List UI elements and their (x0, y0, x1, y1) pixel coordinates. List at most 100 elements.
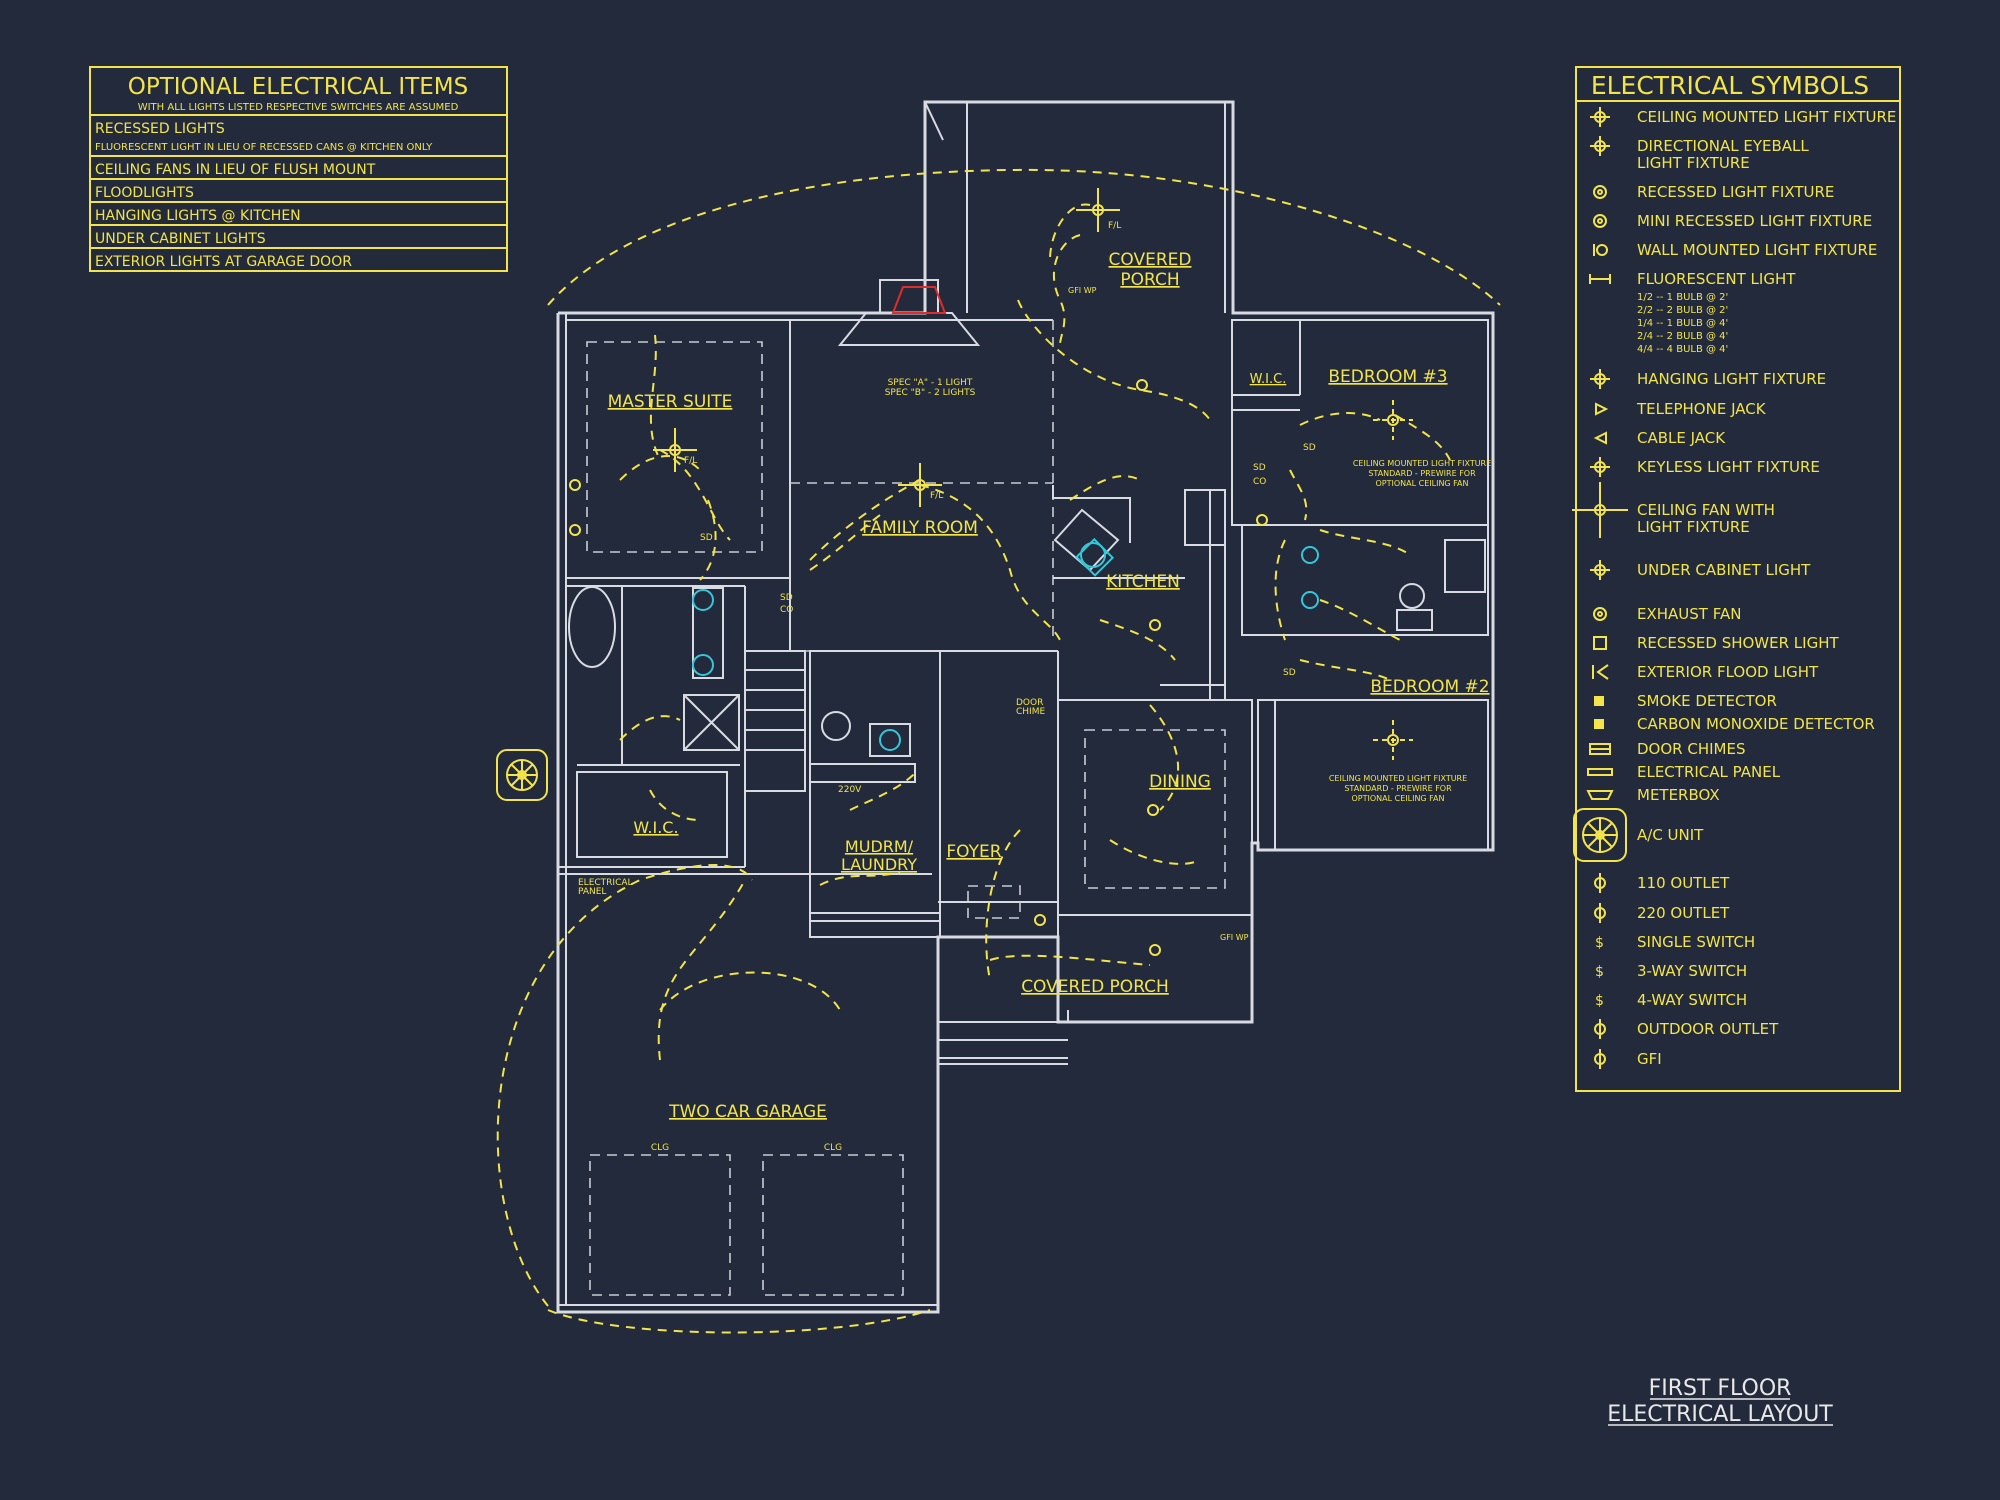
ceiling-fan-icon (898, 463, 942, 507)
legend-label: 110 OUTLET (1637, 874, 1730, 892)
exhaust-fan-icon (1593, 607, 1607, 621)
legend-note: 1/2 -- 1 BULB @ 2' (1637, 292, 1728, 303)
keyless-light-icon (1590, 457, 1610, 477)
room-label-covered-porch-rear-1: COVERED (1109, 250, 1192, 270)
fan-note-bed2: STANDARD - PREWIRE FOR (1344, 784, 1452, 793)
sd-note: SD (1253, 463, 1266, 473)
wall-light-icon (1593, 244, 1608, 256)
room-label-wic-master: W.I.C. (633, 818, 678, 837)
outdoor-outlet-icon (1594, 1019, 1606, 1039)
sd-note: SD (1303, 443, 1316, 453)
single-switch-icon: $ (1595, 935, 1604, 951)
shower-light-icon (1593, 636, 1607, 650)
three-way-switch-icon: $ (1595, 964, 1604, 980)
gfi-icon (1594, 1049, 1606, 1069)
clg-note: CLG (824, 1143, 842, 1153)
sd-note: SD (780, 593, 793, 603)
legend-note: 1/4 -- 1 BULB @ 4' (1637, 318, 1728, 329)
legend-label: 3-WAY SWITCH (1637, 962, 1747, 980)
room-label-mudroom-2: LAUNDRY (841, 855, 917, 874)
legend-label: A/C UNIT (1637, 826, 1704, 844)
cable-jack-icon (1593, 431, 1607, 445)
legend-label: SMOKE DETECTOR (1637, 692, 1777, 710)
ceiling-fan-icon (1076, 188, 1120, 232)
fluorescent-light-icon (1589, 274, 1611, 284)
plan-fixtures (496, 188, 1413, 956)
under-cabinet-light-icon (1590, 560, 1610, 580)
room-label-dining: DINING (1149, 772, 1211, 792)
fl-note: F/L (1108, 221, 1121, 231)
room-label-covered-porch-rear-2: PORCH (1120, 270, 1179, 290)
electrical-panel-note: PANEL (578, 887, 606, 897)
flood-light-icon (1592, 664, 1609, 680)
legend-label: 4-WAY SWITCH (1637, 991, 1747, 1009)
legend-label: RECESSED SHOWER LIGHT (1637, 634, 1839, 652)
legend-label: LIGHT FIXTURE (1637, 518, 1750, 536)
telephone-jack-icon (1595, 402, 1609, 416)
co-detector-icon (1594, 719, 1604, 729)
door-chimes-icon (1589, 743, 1611, 755)
optional-items-subtitle: WITH ALL LIGHTS LISTED RESPECTIVE SWITCH… (138, 102, 459, 113)
smoke-detector-icon (1594, 696, 1604, 706)
ceiling-fan-icon (1373, 720, 1413, 760)
room-label-family-room: FAMILY ROOM (862, 518, 978, 538)
ac-unit-icon (496, 749, 548, 801)
svg-text:$: $ (1595, 964, 1604, 980)
ceiling-fan-icon (1572, 482, 1628, 538)
legend-label: WALL MOUNTED LIGHT FIXTURE (1637, 241, 1877, 259)
optional-items-table: OPTIONAL ELECTRICAL ITEMS WITH ALL LIGHT… (89, 66, 508, 272)
legend-label: GFI (1637, 1050, 1662, 1068)
legend-label: UNDER CABINET LIGHT (1637, 561, 1811, 579)
fan-note-bed2: CEILING MOUNTED LIGHT FIXTURE (1329, 774, 1467, 783)
electrical-panel-icon (1587, 768, 1613, 776)
ceiling-fan-icon (653, 428, 697, 472)
ac-unit-icon (1573, 808, 1627, 862)
legend-label: METERBOX (1637, 786, 1720, 804)
fan-note-bed2: OPTIONAL CEILING FAN (1352, 794, 1445, 803)
220v-note: 220V (838, 785, 862, 795)
legend-label: RECESSED LIGHT FIXTURE (1637, 183, 1834, 201)
legend-note: 2/4 -- 2 BULB @ 4' (1637, 331, 1728, 342)
legend-label: OUTDOOR OUTLET (1637, 1020, 1779, 1038)
legend-label: CEILING MOUNTED LIGHT FIXTURE (1637, 108, 1896, 126)
spec-b-note: SPEC "B" - 2 LIGHTS (885, 388, 976, 398)
mini-recessed-light-icon (1593, 214, 1607, 228)
symbols-legend-title: ELECTRICAL SYMBOLS (1591, 71, 1869, 100)
room-label-wic-bed3: W.I.C. (1250, 372, 1287, 387)
optional-item-label: CEILING FANS IN LIEU OF FLUSH MOUNT (95, 162, 376, 178)
optional-item-label: FLOODLIGHTS (95, 185, 194, 201)
wiring-runs (496, 168, 1501, 1334)
legend-label: CARBON MONOXIDE DETECTOR (1637, 715, 1875, 733)
eyeball-light-icon (1590, 136, 1610, 156)
drawing-title-line1: FIRST FLOOR (1649, 1376, 1792, 1401)
fan-note-bed3: OPTIONAL CEILING FAN (1376, 479, 1469, 488)
legend-note: 2/2 -- 2 BULB @ 2' (1637, 305, 1728, 316)
room-label-covered-porch-front: COVERED PORCH (1021, 977, 1169, 997)
gfi-wp-note: GFI WP (1220, 933, 1249, 942)
legend-label: FLUORESCENT LIGHT (1637, 270, 1796, 288)
plan-annotations: SPEC "A" - 1 LIGHT SPEC "B" - 2 LIGHTS C… (578, 221, 1491, 1153)
legend-label: EXHAUST FAN (1637, 605, 1741, 623)
co-note: CO (780, 605, 793, 615)
legend-label: LIGHT FIXTURE (1637, 154, 1750, 172)
outlet-110-icon (1594, 873, 1606, 893)
legend-label: HANGING LIGHT FIXTURE (1637, 370, 1826, 388)
room-label-master-suite: MASTER SUITE (608, 392, 733, 412)
gfi-wp-note: GFI WP (1068, 286, 1097, 295)
fl-note: F/L (684, 456, 697, 466)
optional-items-title: OPTIONAL ELECTRICAL ITEMS (128, 74, 468, 100)
room-label-bedroom2: BEDROOM #2 (1370, 677, 1489, 697)
svg-text:$: $ (1595, 935, 1604, 951)
room-labels: MASTER SUITE FAMILY ROOM COVERED PORCH K… (608, 250, 1490, 1122)
svg-text:$: $ (1595, 993, 1604, 1009)
ceiling-fan-icon (1373, 400, 1413, 440)
co-note: CO (1253, 477, 1266, 487)
electrical-panel-note: ELECTRICAL (578, 878, 633, 888)
symbols-legend: ELECTRICAL SYMBOLS CEILING MOUNTED LIGHT… (1572, 66, 1901, 1092)
sd-note: SD (1283, 668, 1296, 678)
door-chime-note: CHIME (1016, 707, 1045, 717)
legend-note: 4/4 -- 4 BULB @ 4' (1637, 344, 1728, 355)
hanging-light-icon (1590, 369, 1610, 389)
clg-note: CLG (651, 1143, 669, 1153)
